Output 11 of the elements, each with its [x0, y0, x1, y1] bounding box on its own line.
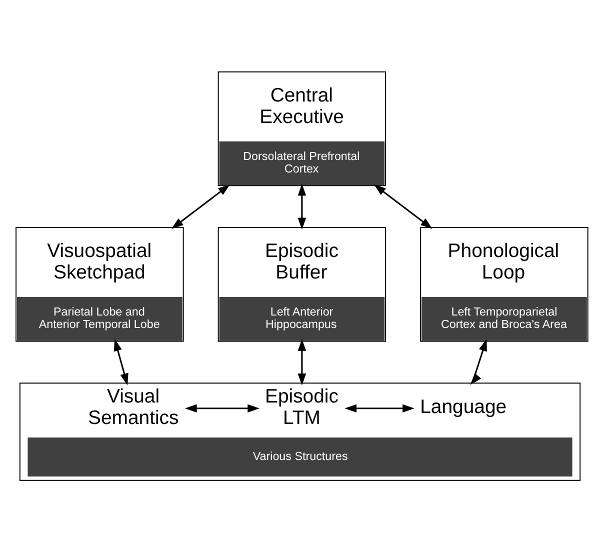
arrow [470, 338, 487, 384]
arrow [374, 184, 432, 228]
arrow [298, 183, 306, 230]
node-text: Episodic LTM [264, 385, 338, 428]
node-text: Language [420, 396, 507, 418]
arrow [184, 404, 260, 412]
arrow [298, 338, 306, 385]
arrow [114, 338, 128, 385]
arrow [344, 404, 414, 412]
arrow [171, 184, 230, 228]
node-text: Visual Semantics [88, 385, 179, 428]
